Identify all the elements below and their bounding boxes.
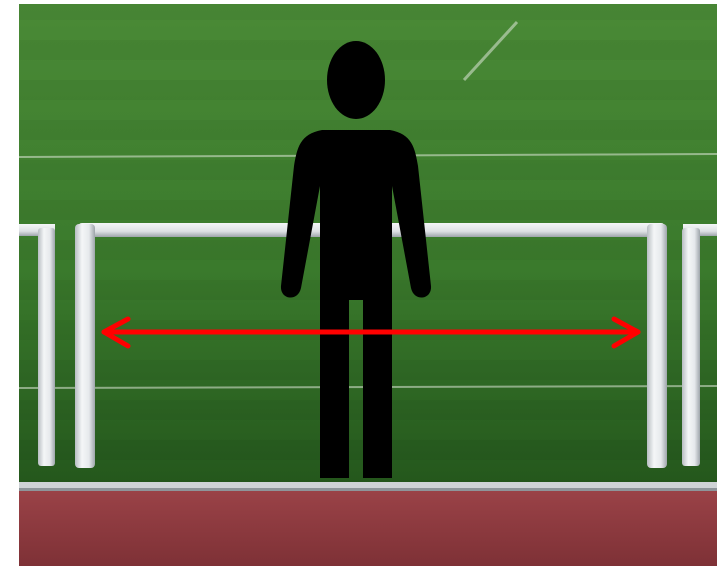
track-surface [19,491,717,566]
silhouette-head [327,41,385,119]
running-track [19,482,717,566]
